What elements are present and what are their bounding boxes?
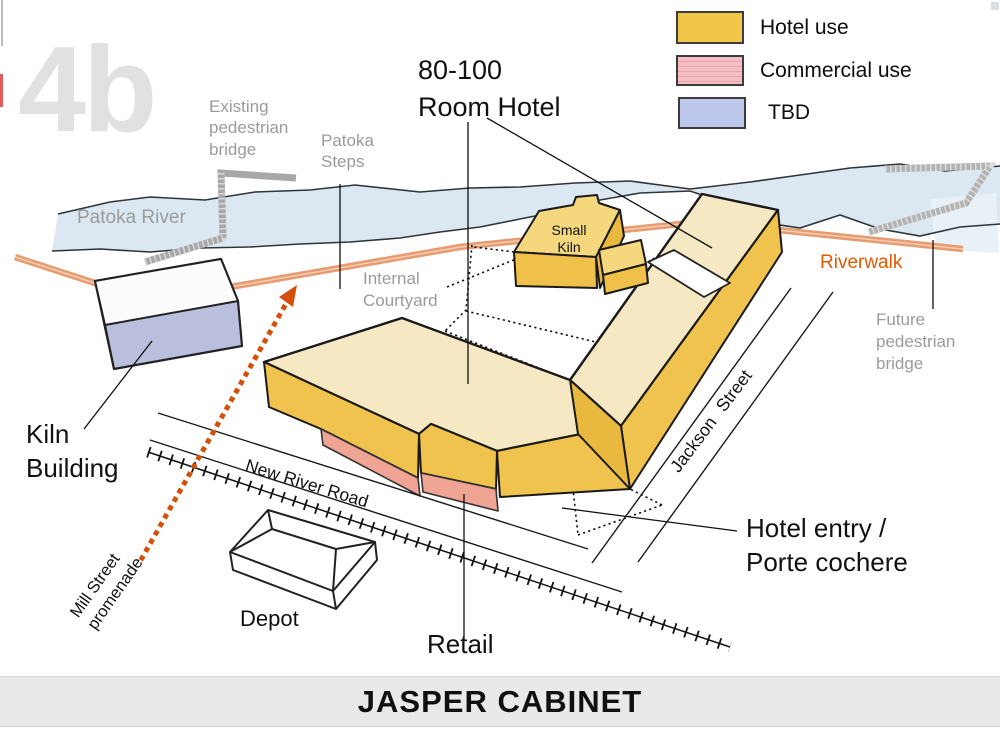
slide-title: JASPER CABINET — [357, 683, 643, 719]
label-riverwalk: Riverwalk — [820, 252, 903, 273]
leader-kiln-building — [83, 340, 153, 430]
slide-number: 4b — [18, 21, 157, 157]
legend-swatch-commercial-use — [676, 55, 744, 86]
label-room-hotel: 80-100 Room Hotel — [418, 55, 561, 122]
river — [52, 164, 1000, 252]
edge-artifact-corner — [991, 2, 999, 10]
mill-street-arrow-dots — [138, 298, 291, 562]
hotel-right-wing — [568, 192, 783, 490]
label-hotel-entry: Hotel entry / Porte cochere — [746, 513, 908, 578]
label-future-pedestrian-bridge: Future pedestrian bridge — [876, 310, 956, 374]
label-existing-pedestrian-bridge: Existing pedestrian bridge — [209, 97, 289, 159]
small-kiln — [513, 194, 649, 295]
legend-swatch-tbd — [678, 97, 746, 129]
title-bar: JASPER CABINET — [0, 676, 1000, 727]
legend-label-commercial-use: Commercial use — [760, 59, 912, 82]
hotel-recessed-face — [418, 423, 498, 490]
river-top-edge — [57, 163, 1000, 215]
legend-swatch-hotel-use — [676, 11, 744, 44]
retail-strip-recessed — [420, 472, 499, 512]
label-small-kiln: Small Kiln — [551, 222, 587, 255]
label-patoka-river: Patoka River — [77, 207, 186, 228]
label-kiln-building: Kiln Building — [26, 419, 119, 483]
hotel-roof-gap — [647, 249, 731, 298]
kiln-building — [93, 257, 244, 371]
existing-pedestrian-bridge-rungs — [143, 172, 227, 266]
hotel-right-wing-end-face — [569, 379, 631, 490]
leader-lines — [83, 117, 934, 640]
new-river-road-lines — [149, 412, 623, 593]
legend-label-tbd: TBD — [768, 101, 810, 124]
edge-artifact — [1, 0, 3, 46]
jackson-street-lines — [591, 287, 834, 564]
label-depot: Depot — [240, 606, 299, 631]
edge-artifact-red — [0, 74, 3, 107]
legend-label-hotel-use: Hotel use — [760, 16, 849, 39]
future-pedestrian-bridge — [867, 162, 997, 236]
leader-room-hotel-2 — [486, 117, 713, 249]
mill-street-arrow-head — [279, 285, 297, 307]
label-retail: Retail — [427, 629, 494, 659]
railroad-ticks — [146, 446, 732, 653]
leader-hotel-entry — [561, 507, 738, 532]
label-internal-courtyard: Internal Courtyard — [363, 269, 438, 311]
depot-building — [229, 509, 378, 610]
label-patoka-steps: Patoka Steps — [321, 131, 374, 172]
